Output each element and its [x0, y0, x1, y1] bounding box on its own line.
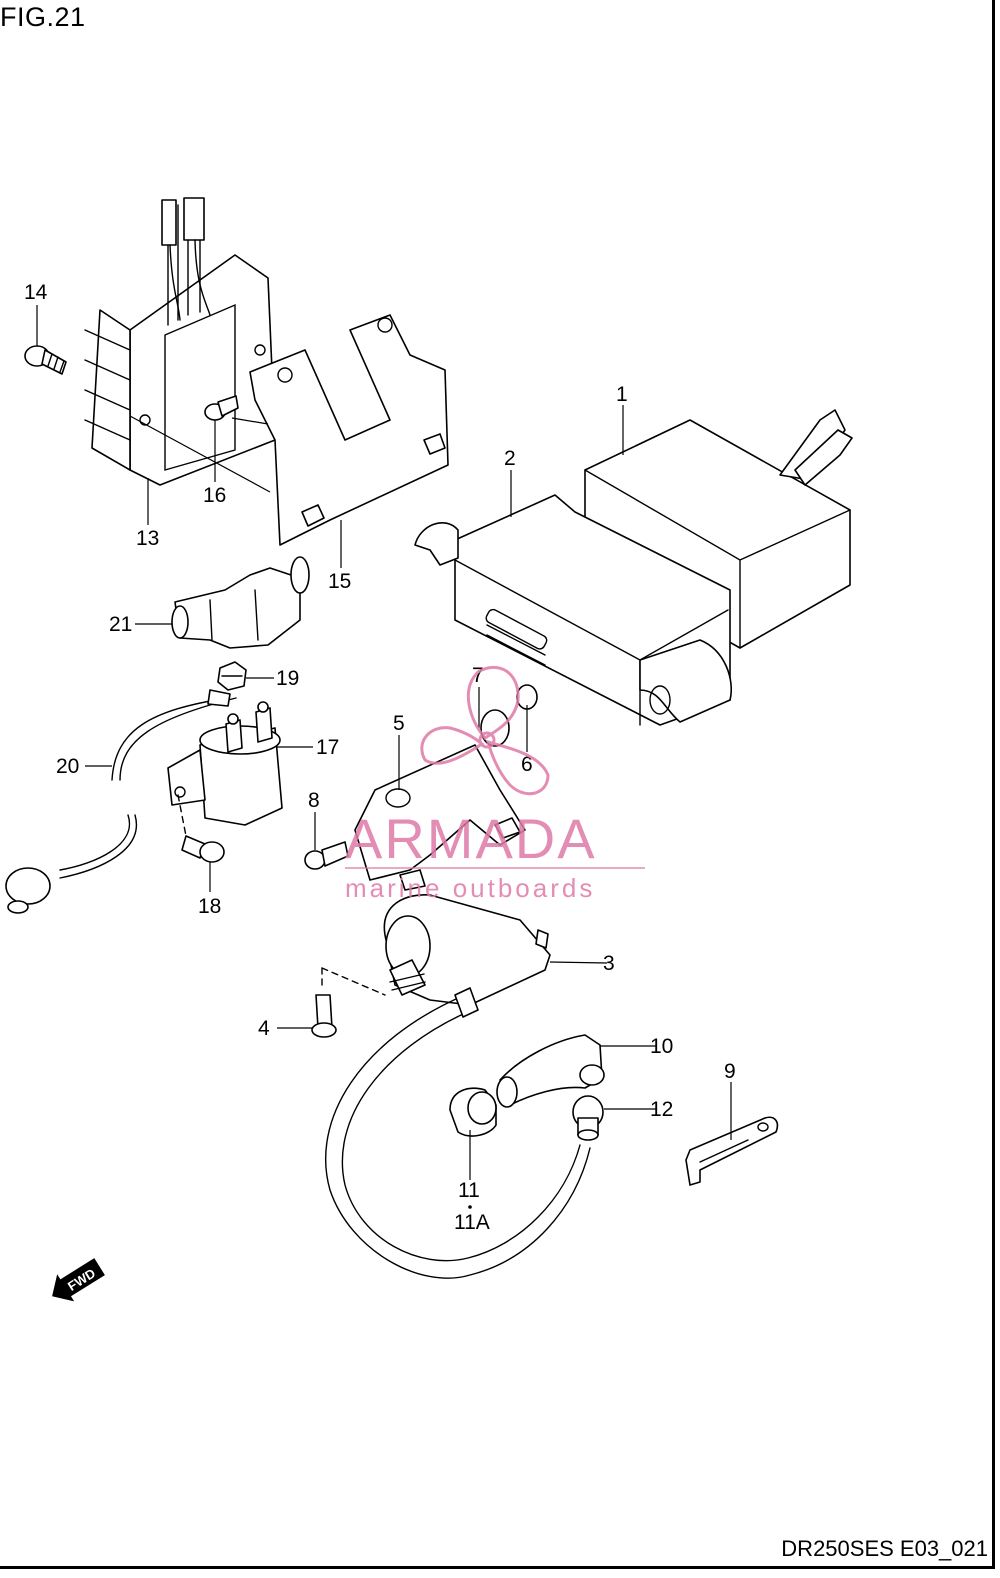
callout-21: 21	[109, 613, 132, 636]
callout-7: 7	[472, 664, 484, 687]
callout-12: 12	[650, 1098, 673, 1121]
watermark-tagline: marine outboards	[345, 873, 595, 903]
propeller-icon	[420, 665, 550, 796]
part-cap-11	[449, 1087, 497, 1137]
callout-14: 14	[24, 281, 48, 304]
part-cap-21	[171, 556, 310, 649]
callout-18: 18	[198, 895, 221, 918]
callout-16: 16	[203, 484, 226, 507]
callout-4: 4	[258, 1017, 270, 1040]
part-bracket-15	[249, 314, 449, 546]
callout-17: 17	[316, 736, 339, 759]
part-regulator-13	[84, 197, 276, 486]
callout-dot	[468, 1205, 472, 1209]
figure-code: DR250SES E03_021	[781, 1536, 988, 1561]
callout-10: 10	[650, 1035, 673, 1058]
leader-lines	[36, 305, 732, 1180]
callout-2: 2	[504, 447, 516, 470]
callout-9: 9	[724, 1060, 736, 1083]
part-collar-6-grommet-7	[480, 684, 538, 747]
part-coil-bracket-5	[354, 744, 526, 891]
callout-labels: 1 2 3 4 5 6 7 8 9 10 11 11A 12 13 14 15 …	[24, 281, 736, 1234]
callout-5: 5	[393, 712, 405, 735]
part-screw-8	[304, 841, 349, 870]
part-screw-4	[311, 967, 386, 1038]
fwd-arrow-icon: FWD	[52, 1258, 105, 1302]
part-terminal-12	[572, 1095, 604, 1141]
watermark-brand: ARMADA	[345, 807, 597, 870]
watermark-logo: ARMADA marine outboards	[345, 665, 645, 903]
part-starter-relay-17	[167, 701, 283, 826]
callout-15: 15	[328, 570, 351, 593]
callout-1: 1	[616, 383, 628, 406]
part-clamp-9	[685, 1116, 779, 1186]
part-ignition-coil-3	[325, 894, 591, 1279]
callout-11: 11	[458, 1179, 480, 1202]
callout-19: 19	[276, 667, 299, 690]
callout-8: 8	[308, 789, 320, 812]
part-screw-16	[204, 395, 239, 421]
part-screw-18	[177, 794, 225, 863]
part-plug-cap-10	[496, 1034, 605, 1108]
part-nut-19	[217, 661, 247, 691]
part-case-2	[414, 494, 732, 726]
callout-3: 3	[603, 952, 615, 975]
callout-6: 6	[521, 753, 533, 776]
figure-title: FIG.21	[0, 2, 86, 32]
callout-11a: 11A	[454, 1211, 490, 1234]
callout-20: 20	[56, 755, 79, 778]
part-lead-wire-20	[5, 689, 237, 914]
callout-13: 13	[136, 527, 159, 550]
part-screw-14	[24, 345, 67, 375]
